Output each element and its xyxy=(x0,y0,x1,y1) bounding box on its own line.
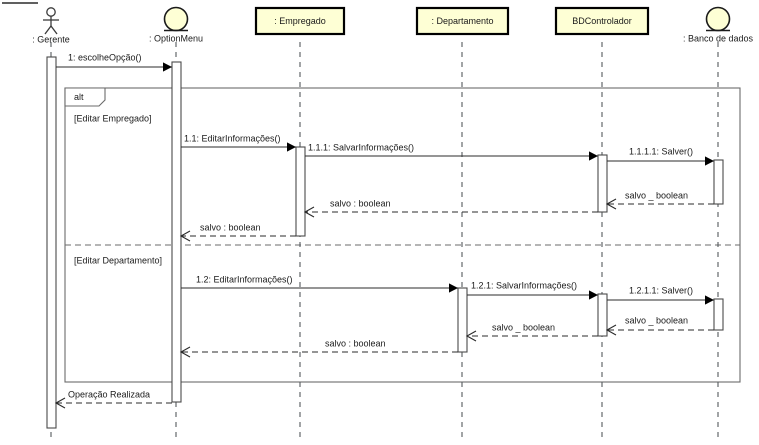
actor-leg-left-gerente xyxy=(44,25,52,35)
actor-label-gerente: : Gerente xyxy=(32,34,70,44)
activation-bar-optionmenu xyxy=(171,61,182,403)
message-ret-departamento-optionmenu-2[interactable]: salvo : boolean xyxy=(179,338,458,358)
message-label-ret-bdctrl-departamento-2: salvo _ boolean xyxy=(492,322,555,332)
activation-bar-departamento xyxy=(457,287,468,353)
arrowhead-open-ret-empregado-optionmenu-1 xyxy=(179,230,191,242)
object-label-optionmenu: : OptionMenu xyxy=(149,33,203,43)
arrowhead-open-ret-bdctrl-departamento-2 xyxy=(465,330,477,342)
message-ret-bdctrl-empregado-1[interactable]: salvo : boolean xyxy=(303,198,598,218)
arrowhead-solid-msg-1-1-1 xyxy=(589,151,598,161)
actor-leg-right-gerente xyxy=(50,25,58,35)
arrowhead-open-ret-banco-bdctrl-2 xyxy=(605,324,617,336)
lifeline-head-departamento[interactable]: : Departamento xyxy=(415,6,510,36)
arrowhead-solid-msg-1-1-1-1 xyxy=(705,156,714,166)
message-msg-1-1-1-1[interactable]: 1.1.1.1: Salver() xyxy=(607,146,714,166)
message-msg-1-1-1[interactable]: 1.1.1: SalvarInformações() xyxy=(305,142,598,161)
messages-layer: 1: escolheOpção() 1.1: EditarInformações(… xyxy=(54,52,714,409)
object-label-empregado: : Empregado xyxy=(274,16,326,26)
message-label-ret-empregado-optionmenu-1: salvo : boolean xyxy=(200,222,261,232)
message-label-ret-operacao-realizada: Operação Realizada xyxy=(68,389,150,399)
arrowhead-solid-msg-1-1 xyxy=(287,142,296,152)
object-box-departamento[interactable] xyxy=(415,6,510,36)
message-label-msg-1-2: 1.2: EditarInformações() xyxy=(196,274,293,284)
lifeline-head-gerente[interactable]: : Gerente xyxy=(32,7,70,45)
object-label-bancodedados: : Banco de dados xyxy=(683,33,754,43)
guard-editar-empregado: [Editar Empregado] xyxy=(74,113,152,123)
lifeline-heads-layer: : Gerente : OptionMenu : Empregado : Depart… xyxy=(32,6,754,45)
object-box-bdcontrolador[interactable] xyxy=(554,6,650,36)
boundary-circle-bancodedados[interactable] xyxy=(705,6,731,32)
arrowhead-solid-msg-1-2-1 xyxy=(589,290,598,300)
message-label-msg-1-2-1-1: 1.2.1.1: Salver() xyxy=(629,285,693,295)
message-ret-bdctrl-departamento-2[interactable]: salvo _ boolean xyxy=(465,322,598,342)
message-label-msg-1-1-1-1: 1.1.1.1: Salver() xyxy=(629,146,693,156)
message-ret-empregado-optionmenu-1[interactable]: salvo : boolean xyxy=(179,222,296,242)
object-box-empregado[interactable] xyxy=(254,6,346,36)
message-ret-banco-bdctrl-1[interactable]: salvo _ boolean xyxy=(605,190,714,210)
message-label-ret-bdctrl-empregado-1: salvo : boolean xyxy=(330,198,391,208)
lifeline-head-optionmenu[interactable]: : OptionMenu xyxy=(149,6,203,44)
arrowhead-solid-msg-1-2-1-1 xyxy=(705,295,714,305)
arrowhead-solid-msg-1 xyxy=(163,62,172,72)
lifelines-layer xyxy=(50,42,719,441)
arrowhead-solid-msg-1-2 xyxy=(449,283,458,293)
message-msg-1-1[interactable]: 1.1: EditarInformações() xyxy=(181,133,296,152)
lifeline-head-bdcontrolador[interactable]: BDControlador xyxy=(554,6,650,36)
message-label-msg-1: 1: escolheOpção() xyxy=(68,52,142,62)
activation-bar-empregado xyxy=(295,146,306,237)
alt-fragment-frame xyxy=(64,87,741,383)
lifeline-head-empregado[interactable]: : Empregado xyxy=(254,6,346,36)
object-label-departamento: : Departamento xyxy=(431,16,493,26)
message-label-ret-banco-bdctrl-2: salvo _ boolean xyxy=(625,315,688,325)
message-label-msg-1-2-1: 1.2.1: SalvarInformações() xyxy=(471,280,577,290)
activation-bar-bdcontrolador xyxy=(597,154,608,213)
message-msg-1-2-1[interactable]: 1.2.1: SalvarInformações() xyxy=(467,280,598,300)
activation-bar-bdcontrolador xyxy=(597,293,608,337)
message-label-ret-departamento-optionmenu-2: salvo : boolean xyxy=(325,338,386,348)
activation-bar-gerente xyxy=(46,56,57,429)
guard-editar-departamento: [Editar Departamento] xyxy=(74,255,162,265)
message-label-msg-1-1: 1.1: EditarInformações() xyxy=(184,133,281,143)
activation-bar-bancodedados xyxy=(713,159,724,205)
activation-bar-bancodedados xyxy=(713,298,724,331)
message-msg-1-2[interactable]: 1.2: EditarInformações() xyxy=(181,274,458,293)
arrowhead-open-ret-departamento-optionmenu-2 xyxy=(179,346,191,358)
activations-layer xyxy=(46,56,724,429)
object-label-bdcontrolador: BDControlador xyxy=(572,16,632,26)
alt-operator-label: alt xyxy=(74,92,84,102)
arrowhead-open-ret-bdctrl-empregado-1 xyxy=(303,206,315,218)
arrowhead-open-ret-operacao-realizada xyxy=(54,397,66,409)
alt-fragment-layer: alt [Editar Empregado] [Editar Departament… xyxy=(64,87,741,383)
message-ret-banco-bdctrl-2[interactable]: salvo _ boolean xyxy=(605,315,714,336)
alt-operator-tag xyxy=(64,87,106,107)
message-label-ret-banco-bdctrl-1: salvo _ boolean xyxy=(625,190,688,200)
message-label-msg-1-1-1: 1.1.1: SalvarInformações() xyxy=(308,142,414,152)
arrowhead-open-ret-banco-bdctrl-1 xyxy=(605,198,617,210)
actor-head-gerente xyxy=(46,7,56,17)
message-msg-1[interactable]: 1: escolheOpção() xyxy=(56,52,172,72)
message-ret-operacao-realizada[interactable]: Operação Realizada xyxy=(54,389,172,409)
message-msg-1-2-1-1[interactable]: 1.2.1.1: Salver() xyxy=(607,285,714,305)
boundary-circle-optionmenu[interactable] xyxy=(163,6,189,32)
lifeline-head-bancodedados[interactable]: : Banco de dados xyxy=(683,6,754,44)
